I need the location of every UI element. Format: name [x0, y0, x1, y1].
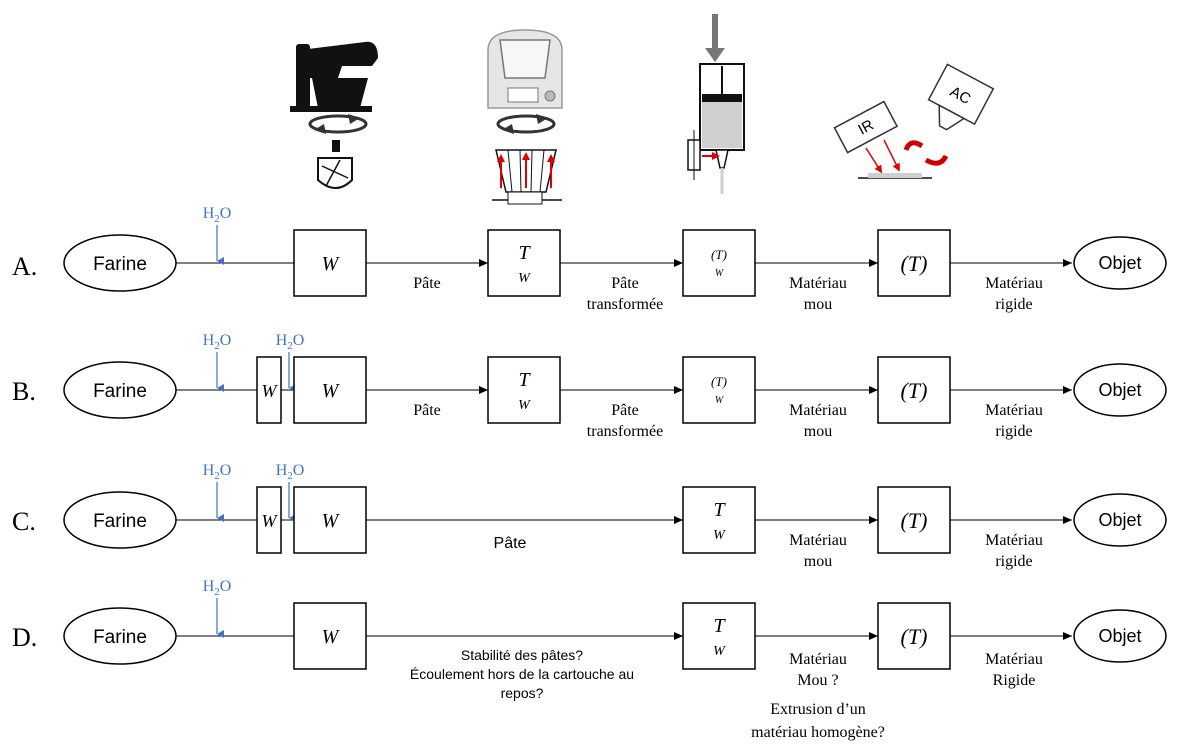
row-d: D. Farine H2O W Stabilité des pâtes? Éco… — [12, 578, 1167, 741]
box-label: T — [713, 615, 726, 637]
edge-label: mou — [804, 423, 832, 440]
water-input-label: H2O — [276, 462, 305, 482]
edge-label: Pâte — [413, 275, 441, 292]
box-label: (T) — [901, 508, 928, 533]
edge-label: Mou ? — [797, 672, 838, 689]
box-label: W — [322, 626, 341, 648]
box-sublabel: W — [518, 398, 531, 413]
process-box — [682, 602, 756, 670]
row-label: A. — [12, 252, 37, 281]
box-label: T — [518, 369, 531, 391]
box-label: (T) — [711, 247, 727, 262]
ir-label: IR — [855, 116, 876, 138]
box-sublabel: W — [713, 644, 726, 659]
process-box — [487, 229, 561, 297]
water-input-label: H2O — [276, 332, 305, 352]
edge-label: transformée — [587, 296, 663, 313]
box-sublabel: W — [518, 271, 531, 286]
start-label: Farine — [93, 381, 147, 402]
row-c: C. Farine H2O W H2O W Pâte T W Matériau … — [12, 462, 1167, 570]
edge-label: Rigide — [993, 672, 1036, 689]
end-node — [1073, 609, 1167, 663]
end-label: Objet — [1098, 253, 1141, 273]
box-label: (T) — [901, 378, 928, 403]
water-input-label: H2O — [203, 578, 232, 598]
start-label: Farine — [93, 511, 147, 532]
edge-label: Matériau — [985, 402, 1043, 419]
process-box — [682, 356, 756, 424]
end-node — [1073, 363, 1167, 417]
water-input-label: H2O — [203, 332, 232, 352]
box-sublabel: W — [715, 268, 725, 279]
row-a: A. Farine H2O W Pâte T W Pâte transformé… — [12, 205, 1167, 313]
edge-label: Stabilité des pâtes? — [461, 647, 583, 663]
edge-label: Matériau — [789, 402, 847, 419]
box-label: W — [262, 511, 279, 531]
edge-label: rigide — [995, 423, 1032, 440]
row-b: B. Farine H2O W H2O W Pâte T W Pâte tran… — [12, 332, 1167, 440]
start-label: Farine — [93, 254, 147, 275]
edge-label: Pâte — [611, 402, 639, 419]
box-label: (T) — [901, 624, 928, 649]
pre-process-box — [256, 356, 282, 424]
end-label: Objet — [1098, 510, 1141, 530]
edge-label: rigide — [995, 296, 1032, 313]
edge-label: Matériau — [789, 275, 847, 292]
box-label: W — [262, 381, 279, 401]
process-box — [682, 486, 756, 554]
edge-label: Extrusion d’un — [770, 701, 866, 718]
box-sublabel: W — [713, 528, 726, 543]
box-sublabel: W — [715, 395, 725, 406]
edge-label: matériau homogène? — [751, 724, 885, 741]
ir-ac-curing-icon: IR AC — [833, 63, 995, 179]
box-label: W — [322, 510, 341, 532]
box-label: (T) — [901, 251, 928, 276]
process-box — [682, 229, 756, 297]
end-node — [1073, 493, 1167, 547]
end-label: Objet — [1098, 626, 1141, 646]
edge-label: Matériau — [985, 275, 1043, 292]
edge-label: mou — [804, 296, 832, 313]
stand-mixer-icon — [290, 41, 378, 189]
process-box — [877, 486, 951, 554]
edge-label: Matériau — [985, 651, 1043, 668]
pre-process-box — [256, 486, 282, 554]
edge-label: rigide — [995, 553, 1032, 570]
edge-label: Matériau — [789, 532, 847, 549]
extrusion-cartridge-icon — [687, 14, 745, 194]
end-label: Objet — [1098, 380, 1141, 400]
edge-label: Pâte — [611, 275, 639, 292]
box-label: T — [518, 242, 531, 264]
row-label: B. — [12, 377, 36, 406]
water-input-label: H2O — [203, 462, 232, 482]
end-node — [1073, 236, 1167, 290]
box-label: W — [322, 380, 341, 402]
start-label: Farine — [93, 627, 147, 648]
process-box — [293, 229, 367, 297]
edge-label: Écoulement hors de la cartouche au — [410, 666, 634, 682]
row-label: C. — [12, 507, 36, 536]
box-label: T — [713, 499, 726, 521]
edge-label: Matériau — [789, 651, 847, 668]
thermomix-icon — [487, 29, 563, 205]
box-label: W — [322, 253, 341, 275]
edge-label: mou — [804, 553, 832, 570]
edge-label: transformée — [587, 423, 663, 440]
box-label: (T) — [711, 374, 727, 389]
process-box — [877, 602, 951, 670]
edge-label: Pâte — [413, 402, 441, 419]
process-box — [877, 229, 951, 297]
water-input-label: H2O — [203, 205, 232, 225]
edge-label: Pâte — [494, 535, 527, 552]
row-label: D. — [12, 623, 37, 652]
edge-label: Matériau — [985, 532, 1043, 549]
edge-label: repos? — [501, 685, 544, 701]
